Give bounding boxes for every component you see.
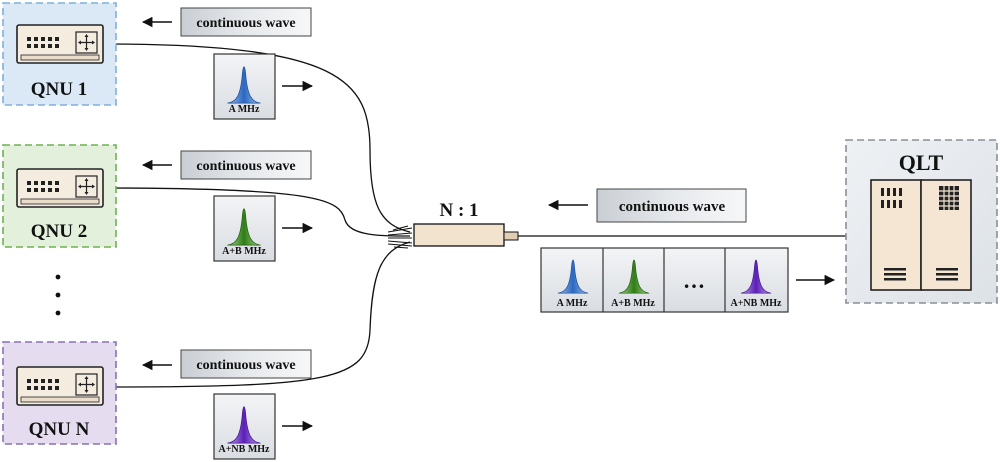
cw-label: continuous wave <box>196 16 295 31</box>
fiber-qnuN <box>102 241 411 388</box>
qnu-n: QNU N <box>2 341 117 445</box>
pulse-box-n: A+NB MHz <box>213 393 314 460</box>
qnu-1-label: QNU 1 <box>31 79 87 100</box>
qnu-2: QNU 2 <box>2 144 117 248</box>
fiber-lines <box>102 43 862 388</box>
server-rack-icon <box>870 179 972 291</box>
cw-row-n: continuous wave <box>141 349 312 379</box>
fiber-qnu2 <box>102 187 411 237</box>
spectrum-ellipsis: … <box>683 268 705 293</box>
spectrum-strip: A MHz A+B MHz … A+NB MHz <box>540 247 836 313</box>
qnu-n-label: QNU N <box>29 419 90 440</box>
splitter-ratio: N : 1 <box>439 200 478 221</box>
onu-device-icon <box>16 366 104 406</box>
pulse-freq: A+NB MHz <box>219 444 271 455</box>
vertical-ellipsis <box>55 274 61 316</box>
qlt: QLT <box>845 139 998 304</box>
cw-label: continuous wave <box>619 199 726 215</box>
qnu-1: QNU 1 <box>2 2 117 106</box>
cw-label: continuous wave <box>196 159 295 174</box>
cw-row-2: continuous wave <box>141 150 312 180</box>
onu-device-icon <box>16 24 104 64</box>
qnu-2-label: QNU 2 <box>31 221 87 242</box>
onu-device-icon <box>16 168 104 208</box>
fiber-qnu1 <box>102 43 411 233</box>
spectrum-freq: A+B MHz <box>611 298 655 309</box>
spectrum-freq: A MHz <box>557 298 588 309</box>
pulse-box-2: A+B MHz <box>213 195 314 262</box>
cw-row-right: continuous wave <box>547 188 747 223</box>
spectrum-freq: A+NB MHz <box>731 298 783 309</box>
pulse-freq: A+B MHz <box>222 246 266 257</box>
pulse-box-1: A MHz <box>213 53 314 120</box>
pulse-freq: A MHz <box>229 104 260 115</box>
coupler-port <box>503 231 519 241</box>
cw-label: continuous wave <box>196 358 295 373</box>
cw-row-1: continuous wave <box>141 7 312 37</box>
coupler: N : 1 <box>387 200 519 249</box>
coupler-body <box>413 223 505 247</box>
qlt-label: QLT <box>899 150 944 175</box>
